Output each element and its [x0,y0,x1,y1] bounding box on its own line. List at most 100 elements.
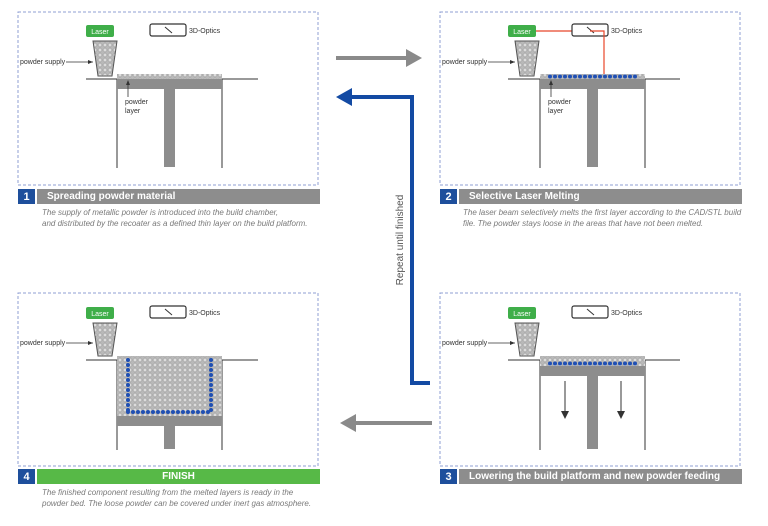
melted-particle [613,361,617,366]
pointer-arrowhead [510,60,515,64]
melted-particle [141,410,145,414]
step-number: 3 [440,469,457,484]
step-title: Lowering the build platform and new powd… [459,469,742,484]
step-2-bar: 2 Selective Laser Melting [440,189,742,204]
melted-particle [583,361,587,366]
melted-particle [628,361,632,366]
melted-particle [126,410,130,414]
powder-layer-label-line1: powder [548,99,572,106]
platform-piston [164,426,175,449]
melted-particle [126,383,130,387]
melted-particle [126,358,130,362]
optics-mirror [586,308,595,316]
melted-particle [548,74,552,79]
step-title: FINISH [37,469,320,484]
step-title: Spreading powder material [37,189,320,204]
caption-line: file. The powder stays loose in the area… [463,219,704,228]
melted-particle [588,361,592,366]
melted-particle [558,361,562,366]
melted-particle [151,410,155,414]
caption-line: The supply of metallic powder is introdu… [42,208,279,217]
melted-particle [553,361,557,366]
optics-label: 3D-Optics [611,310,643,317]
powder-supply-label: powder supply [20,59,66,66]
melted-particle [598,361,602,366]
down-arrowhead [561,411,569,419]
melted-particle [558,74,562,79]
melted-layer [548,74,637,79]
panel-step-3: Laser 3D-Optics powder supply [439,292,741,467]
melted-particle [186,410,190,414]
melted-particle [146,410,150,414]
melted-particle [593,361,597,366]
laser-box [86,307,114,319]
melted-particle [548,361,552,366]
melted-layer [548,361,637,366]
panel-border [439,292,741,467]
melted-particle [166,410,170,414]
optics-label: 3D-Optics [189,310,221,317]
optics-mirror [586,26,595,34]
powder-supply-label: powder supply [442,340,488,347]
powder-layer-label-line2: layer [548,108,564,115]
step-4-caption: The finished component resulting from th… [42,487,311,509]
caption-line: The laser beam selectively melts the fir… [463,208,742,217]
melted-particle [126,398,130,402]
caption-line: The finished component resulting from th… [42,488,294,497]
build-platform [117,79,222,89]
melted-particle [161,410,165,414]
melted-particle [209,368,213,372]
laser-label: Laser [513,29,531,36]
step-1-bar: 1 Spreading powder material [18,189,320,204]
powder-hopper [514,322,540,357]
melted-particle [209,393,213,397]
powder-supply-label: powder supply [20,340,66,347]
melted-particle [563,74,567,79]
repeat-label: Repeat until finished [395,195,406,286]
melted-particle [553,74,557,79]
melted-particle [573,361,577,366]
pointer-arrowhead [510,341,515,345]
melted-particle [126,388,130,392]
laser-box [86,25,114,37]
melted-particle [578,361,582,366]
melted-particle [209,408,213,412]
melted-particle [209,363,213,367]
panel-border [17,292,319,467]
melted-particle [209,383,213,387]
step-4-bar: 4 FINISH [18,469,320,484]
melted-particle [583,74,587,79]
melted-particle [598,74,602,79]
platform-piston [587,376,598,449]
build-platform [540,79,645,89]
step-number: 2 [440,189,457,204]
laser-box [508,25,536,37]
melted-particle [209,378,213,382]
powder-layer [117,74,222,79]
step-title: Selective Laser Melting [459,189,742,204]
panel-border [439,11,741,186]
melted-particle [568,361,572,366]
powder-layer-label-line1: powder [125,99,149,106]
melted-particle [209,373,213,377]
platform-piston [587,89,598,167]
powder-bed [117,356,222,416]
melted-particle [206,410,210,414]
melted-particle [201,410,205,414]
down-arrowhead [617,411,625,419]
melted-particle [613,74,617,79]
pointer-arrowhead [88,341,93,345]
build-platform [117,416,222,426]
step-2-caption: The laser beam selectively melts the fir… [463,207,741,229]
panel-step-2: Laser 3D-Optics powder supply powder lay… [439,11,741,186]
powder-supply-label: powder supply [442,59,488,66]
melted-particle [171,410,175,414]
melted-particle [126,373,130,377]
pointer-arrowhead [549,80,553,85]
platform-piston [164,89,175,167]
powder-layer [540,356,645,366]
melted-particle [618,74,622,79]
flow-arrow-1-to-2 [336,49,422,67]
melted-particle [126,378,130,382]
